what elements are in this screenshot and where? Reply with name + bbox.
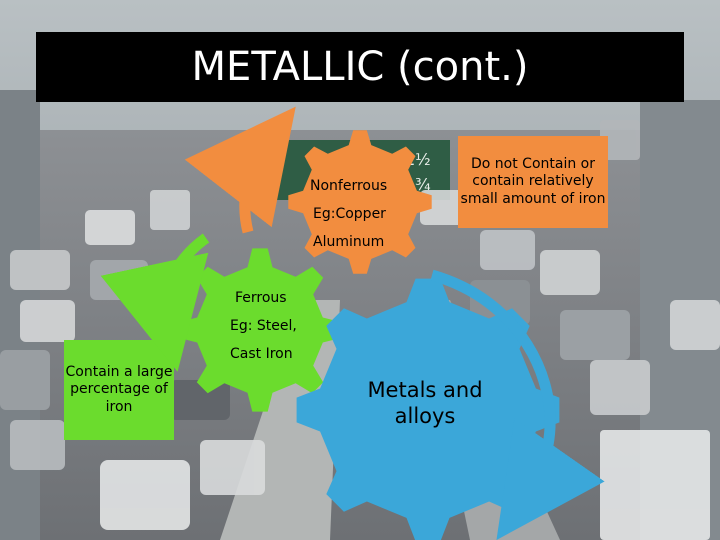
ferrous-line-1: Ferrous (235, 290, 287, 308)
nonferrous-note-text: Do not Contain or contain relatively sma… (458, 156, 608, 207)
nonferrous-gear (288, 130, 431, 273)
ferrous-note-text: Contain a large percentage of iron (64, 364, 174, 415)
nonferrous-line-3: Aluminum (313, 234, 384, 252)
ferrous-example-label: Eg: Steel, (230, 318, 297, 336)
nonferrous-label: Nonferrous (310, 178, 387, 196)
metals-label: Metals and alloys (355, 372, 495, 436)
ferrous-line-3: Cast Iron (230, 346, 293, 364)
nonferrous-line-2: Eg:Copper (313, 206, 386, 224)
nonferrous-line-1: Nonferrous (310, 178, 387, 196)
nonferrous-example-label-2: Aluminum (313, 234, 384, 252)
nonferrous-example-label: Eg:Copper (313, 206, 386, 224)
ferrous-line-2: Eg: Steel, (230, 318, 297, 336)
metals-text: Metals and alloys (355, 378, 495, 429)
ferrous-label: Ferrous (235, 290, 287, 308)
nonferrous-note: Do not Contain or contain relatively sma… (458, 136, 608, 228)
ferrous-example-label-2: Cast Iron (230, 346, 293, 364)
ferrous-note: Contain a large percentage of iron (64, 340, 174, 440)
orange-arrow (245, 150, 262, 232)
